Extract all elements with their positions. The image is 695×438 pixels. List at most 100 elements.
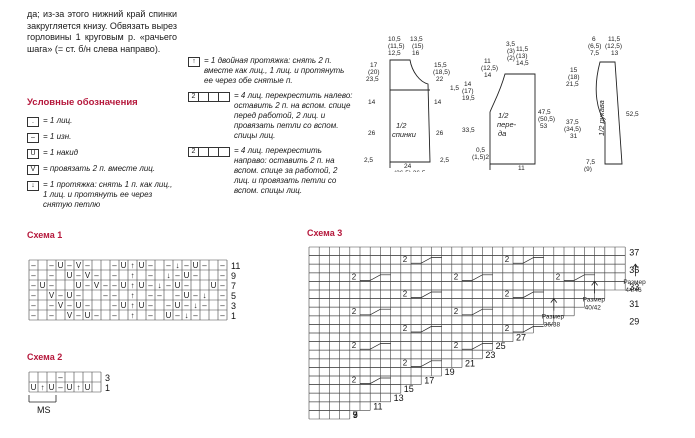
scheme-1-cell-symbol: U — [175, 301, 181, 310]
sleeve-dim-c3: 21,5 — [566, 81, 579, 88]
scheme-3-cable-symbol: 2 — [403, 324, 408, 333]
scheme-3-cable-symbol: 2 — [454, 272, 459, 281]
scheme-3-cable-mark — [360, 343, 391, 350]
scheme-1-cell-symbol: ↓ — [158, 281, 162, 290]
stitch-symbol-icon: 2 — [188, 92, 230, 102]
scheme-1-cell-symbol: – — [103, 281, 108, 290]
scheme-1-cell-symbol: – — [148, 301, 153, 310]
back-dim-r4: 1,5 — [450, 85, 459, 92]
legend-description: = 1 протяжка: снять 1 п. как лиц., 1 лиц… — [43, 180, 173, 209]
legend-description: = 4 лиц. перекрестить направо: оставить … — [234, 146, 338, 195]
scheme-1-cell-symbol: U — [67, 291, 73, 300]
back-dim-l3: 23,5 — [366, 76, 379, 83]
scheme-1-cell-symbol: U — [85, 311, 91, 320]
legend-description: = 4 лиц. перекрестить налево: оставить 2… — [234, 91, 353, 140]
scheme-2-cell-symbol: U — [85, 383, 91, 392]
scheme-1-grid — [28, 259, 228, 321]
front-dim-c3: 14,5 — [516, 60, 529, 67]
scheme-1-cell-symbol: U — [211, 281, 217, 290]
scheme-1-cell-symbol: – — [166, 301, 171, 310]
scheme-3-step-label: 19 — [445, 367, 455, 377]
sleeve-piece — [595, 61, 623, 165]
scheme-1-cell-symbol: – — [220, 291, 225, 300]
scheme-3-step-label: 25 — [496, 341, 506, 351]
back-dim-top2: (11,5) — [388, 43, 405, 50]
scheme-3-cable-mark — [360, 377, 391, 384]
scheme-3-cable-symbol: 2 — [454, 307, 459, 316]
scheme-1-cell-symbol: U — [139, 281, 145, 290]
scheme-1-cell-symbol: – — [103, 291, 108, 300]
scheme-3-cable-mark — [360, 274, 391, 281]
scheme-3-row-label: 37 — [629, 248, 639, 258]
scheme-2-cell-symbol: U — [67, 383, 73, 392]
size-marker-label: Размер — [583, 296, 606, 303]
scheme-1-cell-symbol: – — [49, 271, 54, 280]
scheme-1-cell-symbol: – — [31, 281, 36, 290]
scheme-1-cell-symbol: – — [112, 261, 117, 270]
scheme-3-cable-mark — [462, 274, 493, 281]
scheme-1-cell-symbol: – — [76, 271, 81, 280]
scheme-3-cable-mark — [411, 291, 442, 298]
legend-description: = 1 лиц. — [43, 116, 73, 125]
scheme-1-cell-symbol: U — [166, 311, 172, 320]
scheme-2-cell-symbol: – — [58, 373, 63, 382]
scheme-1-cell-symbol: U — [184, 291, 190, 300]
scheme-1-cell-symbol: – — [112, 301, 117, 310]
scheme-3-step-label: 21 — [465, 358, 475, 368]
scheme-1-cell-symbol: – — [220, 271, 225, 280]
front-dim-b3: 14 — [484, 72, 492, 79]
scheme-1-cell-symbol: – — [76, 311, 81, 320]
scheme-1-cell-symbol: ↓ — [194, 301, 198, 310]
legend-left-item: –= 1 изн. — [27, 132, 177, 143]
legend-right-column: ↑= 1 двойная протяжка: снять 2 п. вместе… — [188, 56, 353, 201]
front-dim-f1: 47,5 — [538, 109, 551, 116]
scheme-1-chart: ––U–V––U↑U––↓–U––11––U–V––↑–↓–U––9–U–U–V… — [28, 259, 240, 321]
scheme-3-cable-mark — [411, 360, 442, 367]
front-dim-f2: (50,5) — [538, 116, 555, 123]
stitch-symbol-icon: U — [27, 149, 39, 159]
stitch-symbol-icon: – — [27, 133, 39, 143]
front-dim-h1: 11 — [518, 165, 525, 172]
scheme-1-cell-symbol: – — [112, 311, 117, 320]
legend-right-item: 2 = 4 лиц. перекрестить налево: оставить … — [188, 91, 353, 141]
legend-description: = 1 накид — [43, 148, 79, 157]
scheme-1-row-label: 1 — [231, 311, 236, 321]
scheme-1-cell-symbol: – — [202, 301, 207, 310]
scheme-3-cable-symbol: 2 — [505, 290, 510, 299]
back-dim-r3: 22 — [436, 76, 444, 83]
legend-right-item: ↑= 1 двойная протяжка: снять 2 п. вместе… — [188, 56, 353, 86]
scheme-3-cable-symbol: 2 — [403, 255, 408, 264]
scheme-3-cable-symbol: 2 — [556, 272, 561, 281]
scheme-1-cell-symbol: U — [58, 261, 64, 270]
scheme-1-cell-symbol: – — [85, 281, 90, 290]
scheme-3-step-label: 7 — [353, 410, 358, 420]
scheme-1-cell-symbol: – — [220, 311, 225, 320]
scheme-1-cell-symbol: – — [58, 291, 63, 300]
scheme-1-cell-symbol: ↑ — [131, 301, 135, 310]
scheme-3-cable-symbol: 2 — [352, 272, 357, 281]
scheme-1-cell-symbol: – — [31, 311, 36, 320]
front-piece — [489, 73, 536, 170]
legend-left-item: V= провязать 2 п. вместе лиц. — [27, 164, 177, 175]
scheme-1-cell-symbol: U — [139, 301, 145, 310]
sleeve-dim-a2: (6,5) — [588, 43, 601, 50]
back-dim-r7: 2,5 — [440, 157, 449, 164]
scheme-3-cable-mark — [360, 308, 391, 316]
scheme-3-step-label: 23 — [485, 350, 495, 360]
front-label: 1/2 — [498, 111, 509, 120]
scheme-1-title: Схема 1 — [27, 230, 63, 240]
scheme-1-cell-symbol: – — [112, 271, 117, 280]
sleeve-dim-e1: 37,5 — [566, 119, 579, 126]
scheme-1-cell-symbol: – — [193, 311, 198, 320]
scheme-1-cell-symbol: ↑ — [131, 311, 135, 320]
size-marker-label: Размер — [542, 314, 565, 321]
scheme-1-cell-symbol: – — [112, 291, 117, 300]
scheme-1-cell-symbol: U — [121, 261, 127, 270]
front-dim-c2: (13) — [516, 53, 528, 60]
back-dim-l1: 17 — [370, 62, 378, 69]
scheme-1-cell-symbol: – — [175, 291, 180, 300]
front-dim-a3: (2) — [507, 55, 515, 62]
scheme-1-cell-symbol: – — [49, 301, 54, 310]
scheme-3-row-label: 29 — [629, 316, 639, 326]
scheme-1-cell-symbol: V — [58, 301, 64, 310]
